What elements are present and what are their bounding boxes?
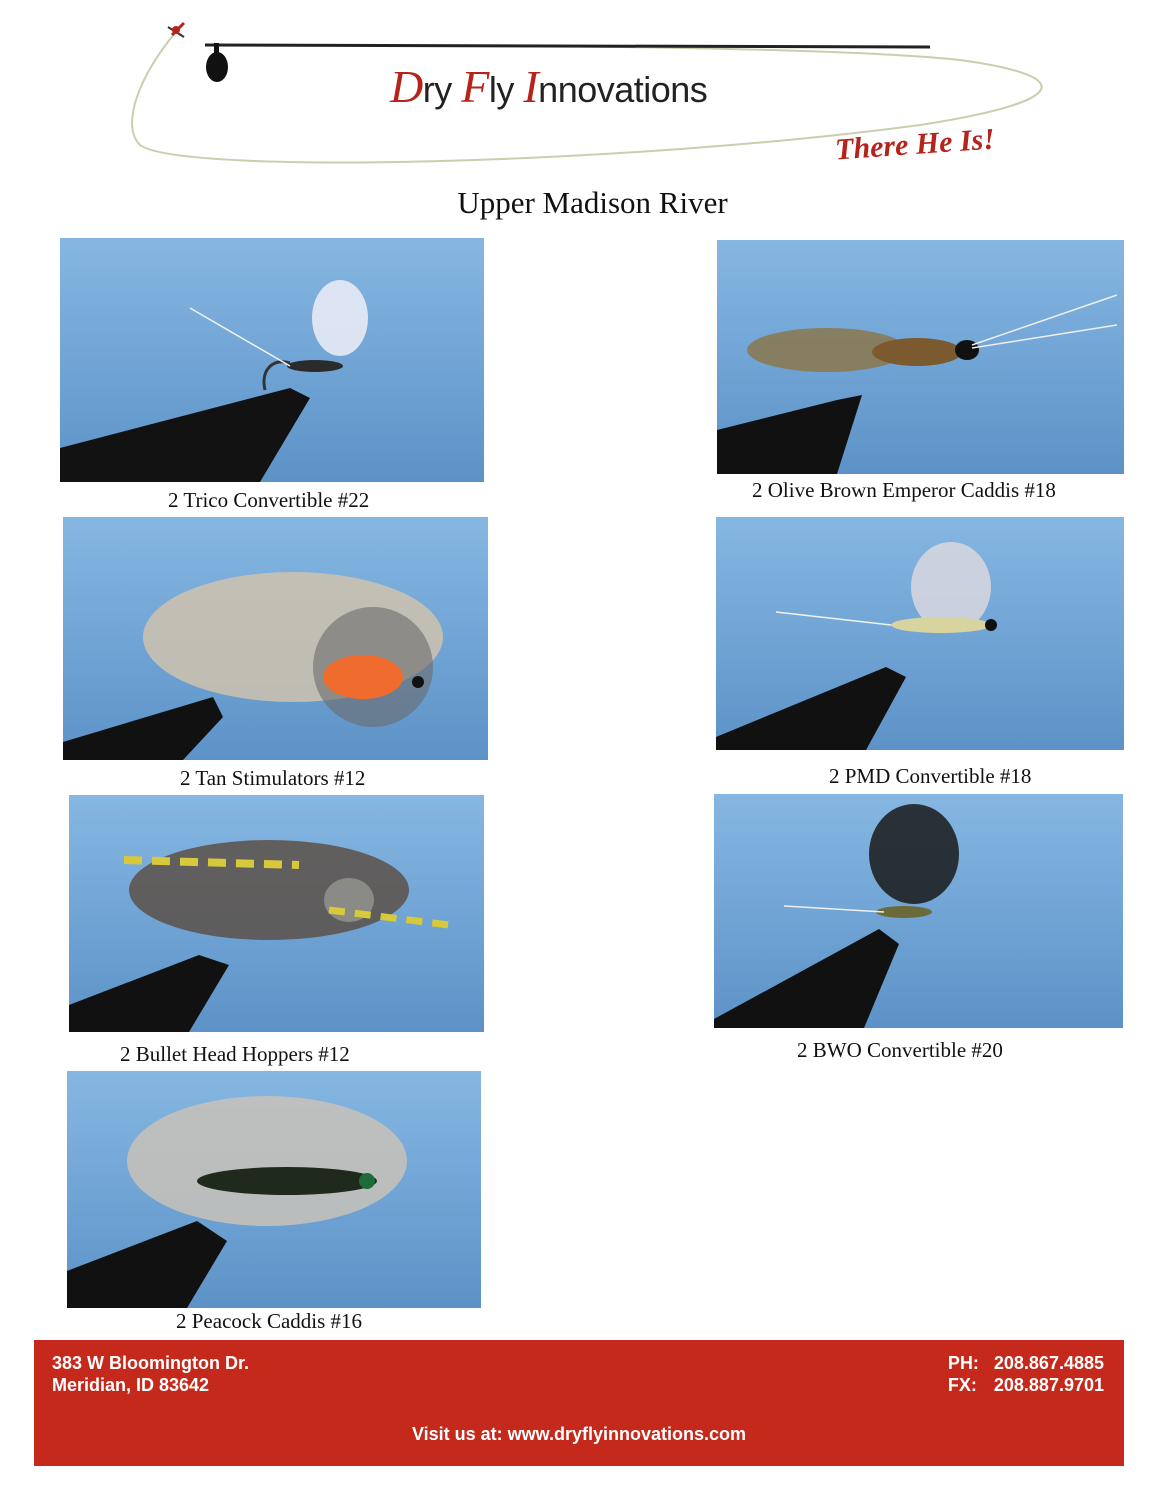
fly-image <box>714 804 959 1028</box>
fly-image <box>63 572 443 760</box>
fly-image <box>716 542 997 750</box>
fly-photo-hopper <box>69 795 484 1032</box>
caption-bwo: 2 BWO Convertible #20 <box>797 1038 1003 1062</box>
fly-image <box>67 1096 407 1308</box>
fly-photo-pmd <box>716 517 1124 750</box>
fly-photo-peacock-caddis <box>67 1071 481 1308</box>
fax-label: FX: <box>947 1375 977 1395</box>
caption-peacock-caddis: 2 Peacock Caddis #16 <box>176 1309 363 1333</box>
page-title: Upper Madison River <box>457 185 728 220</box>
contact-numbers: PH: 208.867.4885 FX: 208.887.9701 <box>948 1352 1104 1396</box>
address-line-1: 383 W Bloomington Dr. <box>52 1353 250 1373</box>
caption-stimulator: 2 Tan Stimulators #12 <box>180 766 366 790</box>
fly-icon <box>167 21 186 38</box>
fly-photo-bwo <box>714 794 1123 1028</box>
fly-photo-emperor-caddis <box>717 240 1124 474</box>
website-link[interactable]: Visit us at: www.dryflyinnovations.com <box>411 1424 747 1444</box>
phone-number[interactable]: 208.867.4885 <box>993 1353 1104 1373</box>
brand-name: Dry Fly Innovations <box>390 61 708 112</box>
fax-number: 208.887.9701 <box>993 1375 1104 1395</box>
brand-logo <box>120 15 1060 185</box>
caption-trico: 2 Trico Convertible #22 <box>168 488 370 512</box>
fly-image <box>717 294 1118 474</box>
fly-image <box>60 280 368 482</box>
address: 383 W Bloomington Dr. Meridian, ID 83642 <box>52 1352 249 1396</box>
fly-line-graphic <box>131 21 1043 164</box>
caption-emperor-caddis: 2 Olive Brown Emperor Caddis #18 <box>752 478 1056 502</box>
footer-contact-bar: 383 W Bloomington Dr. Meridian, ID 83642… <box>34 1340 1124 1466</box>
address-line-2: Meridian, ID 83642 <box>52 1375 210 1395</box>
fly-image <box>69 840 450 1032</box>
phone-label: PH: <box>947 1353 979 1373</box>
fly-photo-trico <box>60 238 484 482</box>
fly-photo-stimulator <box>63 517 488 760</box>
caption-hopper: 2 Bullet Head Hoppers #12 <box>120 1042 350 1066</box>
caption-pmd: 2 PMD Convertible #18 <box>829 764 1032 788</box>
